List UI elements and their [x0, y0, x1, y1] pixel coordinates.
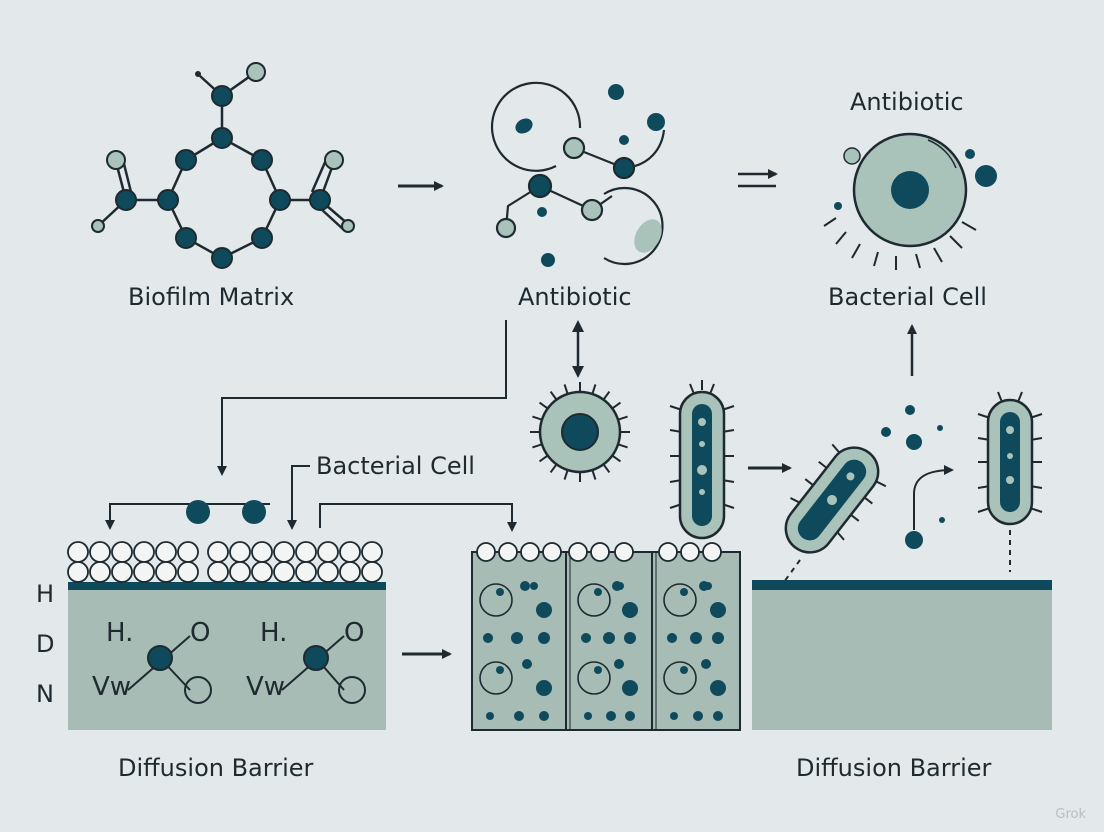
label-bacterial-cell-right: Bacterial Cell	[828, 283, 987, 311]
molecule-right-o: O	[344, 618, 365, 648]
biofilm-bubble	[111, 561, 133, 583]
biofilm-bubble	[339, 561, 361, 583]
watermark: Grok	[1055, 807, 1086, 822]
curved-arrow	[913, 465, 954, 530]
molecule-left-o: O	[190, 618, 211, 648]
biofilm-bubble	[317, 561, 339, 583]
biofilm-bubble	[155, 561, 177, 583]
molecule-left-1	[127, 635, 212, 704]
biofilm-bubble	[89, 561, 111, 583]
biofilm-bubble	[295, 561, 317, 583]
cell-bubble	[702, 542, 722, 562]
label-bacterial-cell-middle: Bacterial Cell	[316, 452, 475, 480]
biofilm-bubble	[67, 561, 89, 583]
cell-bubble	[680, 542, 700, 562]
molecule-right-vw: Vw	[246, 672, 286, 702]
rod-bacterium-right	[977, 391, 1043, 526]
cell-bubble	[568, 542, 588, 562]
label-diffusion-barrier-left: Diffusion Barrier	[118, 754, 314, 782]
side-letter-h: H	[36, 580, 55, 608]
tilted-bacterium	[784, 443, 887, 554]
cell-bubble	[542, 542, 562, 562]
biofilm-matrix-atoms	[91, 62, 355, 269]
cell-bubble	[614, 542, 634, 562]
molecule-left-h: H.	[106, 618, 134, 648]
cell-bubble	[476, 542, 496, 562]
side-letter-d: D	[36, 630, 55, 658]
biofilm-bubble	[207, 561, 229, 583]
label-biofilm-matrix: Biofilm Matrix	[128, 283, 295, 311]
biofilm-connectors	[105, 465, 517, 532]
rod-bacterium-middle	[669, 380, 735, 540]
biofilm-bubble	[273, 541, 295, 563]
biofilm-bubble	[111, 541, 133, 563]
cell-grid-block	[471, 542, 741, 731]
biofilm-bubble	[207, 541, 229, 563]
biofilm-bubble	[67, 541, 89, 563]
label-antibiotic-top-right: Antibiotic	[850, 88, 964, 116]
cell-bubble	[498, 542, 518, 562]
biofilm-bubble	[361, 561, 383, 583]
cell-bubble	[520, 542, 540, 562]
biofilm-bubble	[295, 541, 317, 563]
biofilm-bubble	[177, 561, 199, 583]
bacterial-cell-top	[823, 132, 997, 270]
molecule-dot-2	[242, 500, 266, 524]
molecule-left-2	[281, 635, 366, 704]
connector-antibiotic-to-biofilm	[217, 320, 507, 476]
molecule-dot-1	[186, 500, 210, 524]
molecule-right-h: H.	[260, 618, 288, 648]
biofilm-bubble	[133, 561, 155, 583]
biofilm-bubble	[229, 541, 251, 563]
round-spiked-cell	[530, 382, 630, 482]
biofilm-bubble	[251, 541, 273, 563]
biofilm-bubble	[273, 561, 295, 583]
vertical-double-arrow	[572, 320, 584, 378]
biofilm-bubble	[251, 561, 273, 583]
biofilm-bubble	[339, 541, 361, 563]
biofilm-layer-left	[67, 541, 386, 730]
small-particles	[881, 405, 945, 549]
biofilm-bubble	[133, 541, 155, 563]
equilibrium-arrow	[738, 169, 778, 188]
label-diffusion-barrier-right: Diffusion Barrier	[796, 754, 992, 782]
cell-bubble	[658, 542, 678, 562]
molecule-left-vw: Vw	[92, 672, 132, 702]
label-antibiotic-center: Antibiotic	[518, 283, 632, 311]
diffusion-barrier-right	[752, 580, 1052, 730]
biofilm-bubble	[89, 541, 111, 563]
cell-bubble	[590, 542, 610, 562]
biofilm-bubble	[229, 561, 251, 583]
antibiotic-cluster	[490, 81, 666, 267]
biofilm-bubble	[361, 541, 383, 563]
side-letter-n: N	[36, 680, 54, 708]
biofilm-bubble	[155, 541, 177, 563]
biofilm-bubble	[317, 541, 339, 563]
biofilm-bubble	[177, 541, 199, 563]
